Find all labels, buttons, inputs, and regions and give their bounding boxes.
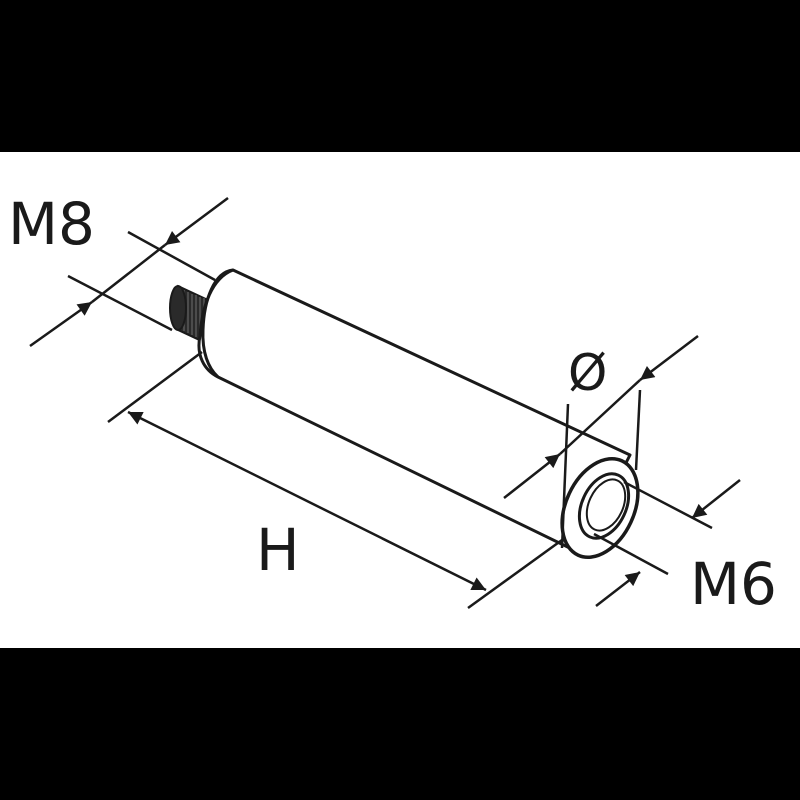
dimension-m6 [593,479,741,607]
cylinder-end-face [560,456,640,560]
top-black-band [0,0,800,152]
label-m8: M8 [8,190,95,258]
label-h: H [256,516,300,584]
bottom-black-band [0,648,800,800]
dimension-diameter [503,335,699,549]
label-diameter: Ø [568,344,607,402]
dimension-h [107,350,563,610]
dimension-m8 [29,196,229,348]
label-m6: M6 [690,550,777,618]
